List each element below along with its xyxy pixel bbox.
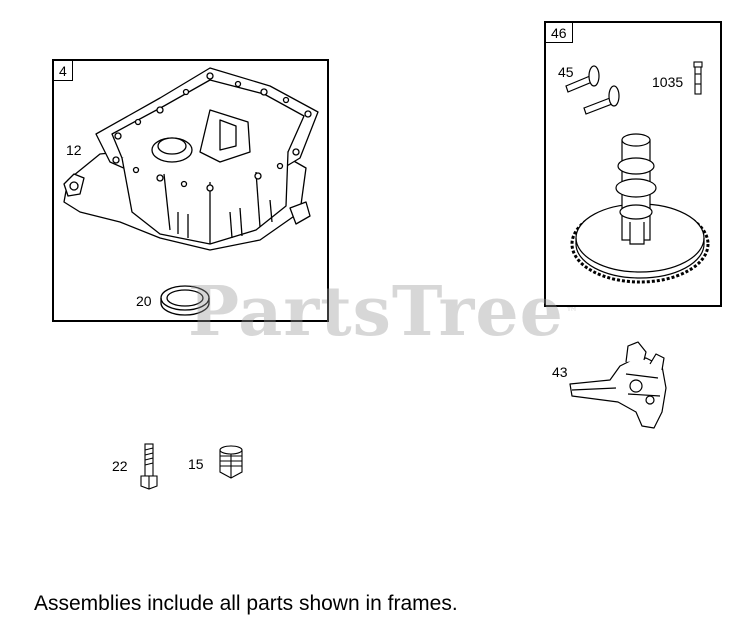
sump-drawing[interactable] bbox=[60, 62, 320, 262]
pin-drawing[interactable] bbox=[692, 60, 704, 100]
callout-pin: 1035 bbox=[652, 74, 684, 90]
camshaft-assembly-frame: 46 bbox=[544, 21, 722, 307]
plug-drawing[interactable] bbox=[216, 442, 246, 482]
bracket-drawing[interactable] bbox=[566, 338, 686, 429]
callout-plug: 15 bbox=[188, 456, 204, 472]
watermark-text: PartsTree bbox=[188, 272, 564, 352]
assembly-note: Assemblies include all parts shown in fr… bbox=[34, 592, 458, 615]
callout-tappet: 45 bbox=[558, 64, 574, 80]
sump-frame-label: 4 bbox=[53, 60, 73, 81]
bolt-drawing[interactable] bbox=[138, 442, 160, 490]
camshaft-drawing[interactable] bbox=[570, 126, 710, 286]
watermark-trademark: ™ bbox=[565, 305, 579, 319]
camshaft-frame-label: 46 bbox=[545, 22, 573, 43]
seal-drawing[interactable] bbox=[158, 282, 212, 318]
tappets-drawing[interactable] bbox=[562, 56, 632, 116]
callout-sump: 12 bbox=[66, 142, 82, 158]
callout-bolt: 22 bbox=[112, 458, 128, 474]
sump-assembly-frame: 4 bbox=[52, 59, 329, 322]
callout-seal: 20 bbox=[136, 293, 152, 309]
callout-bracket: 43 bbox=[552, 364, 568, 380]
